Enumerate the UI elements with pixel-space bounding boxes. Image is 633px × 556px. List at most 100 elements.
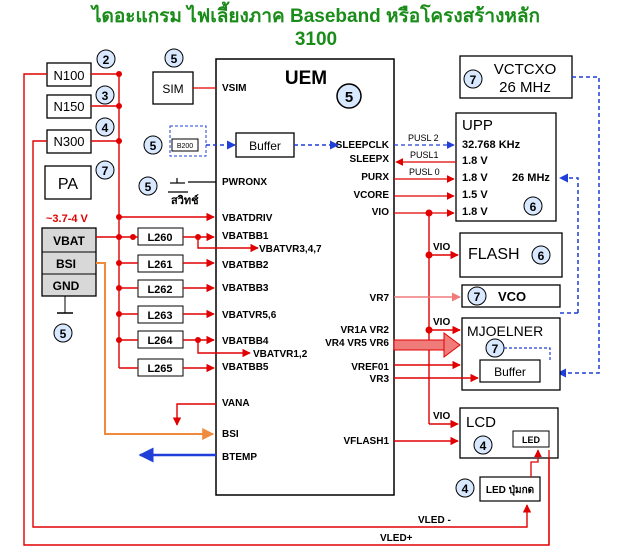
sim-badge: 5: [164, 48, 184, 68]
svg-text:7: 7: [474, 290, 481, 304]
vio-label-lcd: VIO: [433, 411, 450, 422]
n300-badge: 4: [95, 117, 115, 137]
upp-row-1: 1.8 V: [462, 155, 488, 167]
upp-rows: 32.768 KHz 1.8 V 1.8 V 1.5 V 1.8 V 26 MH…: [462, 139, 550, 218]
vctcxo-dashed: [557, 76, 600, 378]
switch-badge: 5: [138, 176, 158, 196]
sim-label: SIM: [162, 82, 183, 96]
b200-badge: 5: [143, 135, 163, 155]
inductor-l264: L264: [137, 330, 184, 349]
svg-text:5: 5: [60, 327, 67, 341]
pa-badge: 7: [95, 160, 115, 180]
upp-row-0: 32.768 KHz: [462, 139, 521, 151]
pin-sleepclk: SLEEPCLK: [336, 140, 390, 151]
pin-vr1a-vr2: VR1A VR2: [340, 325, 389, 336]
inductor-l263: L263: [137, 305, 184, 324]
vio-bus: [394, 213, 479, 446]
buffer-right-box: [479, 359, 541, 383]
led-link: [530, 449, 542, 477]
pin-vbatbb2: VBATBB2: [222, 260, 269, 271]
vctcxo-to-upp: [559, 173, 579, 313]
svg-text:4: 4: [462, 482, 469, 496]
svg-text:5: 5: [171, 52, 178, 66]
switch-label: สวิทช์: [171, 194, 199, 207]
svg-text:7: 7: [470, 73, 477, 87]
pin-purx: PURX: [361, 172, 389, 183]
svg-text:7: 7: [102, 164, 109, 178]
pin-vref01: VREF01: [351, 362, 389, 373]
upp-signal-wires: [394, 141, 456, 217]
pin-sleepx: SLEEPX: [350, 154, 390, 165]
label-pusl1: PUSL1: [410, 150, 439, 160]
led-keys-box: [479, 476, 541, 502]
b200-dashed-box: [169, 125, 207, 157]
vio-label-mjoelner: VIO: [433, 317, 450, 328]
pin-btemp: BTEMP: [222, 452, 257, 463]
svg-text:5: 5: [145, 180, 152, 194]
n300-label: N300: [53, 134, 84, 149]
battery-voltage: ~3.7-4 V: [46, 213, 89, 225]
vco-label: VCO: [498, 289, 526, 304]
pin-pwronx: PWRONX: [222, 177, 267, 188]
n150-label: N150: [53, 99, 84, 114]
vr-wide-arrow: [393, 332, 461, 358]
mjoelner-badge: 7: [485, 338, 505, 358]
n100-badge: 2: [96, 49, 116, 69]
inductor-l260: L260: [137, 227, 184, 246]
buffer-dashed: [504, 347, 551, 360]
switch-icon: [168, 178, 188, 193]
pin-vbatbb1: VBATBB1: [222, 231, 269, 242]
svg-text:L263: L263: [147, 310, 172, 322]
pin-vsim: VSIM: [222, 83, 246, 94]
battery-badge: 5: [53, 323, 73, 343]
pin-vbatvr56: VBATVR5,6: [222, 310, 277, 321]
upp-badge: 6: [523, 196, 543, 216]
battery-bsi: BSI: [56, 257, 76, 271]
pa-label: PA: [58, 176, 78, 193]
vio-dots: [425, 209, 433, 334]
pin-vbatbb4: VBATBB4: [222, 336, 269, 347]
label-pusl2: PUSL 2: [408, 133, 439, 143]
svg-text:4: 4: [480, 439, 487, 453]
upp-row-4: 1.8 V: [462, 206, 488, 218]
svg-text:6: 6: [538, 249, 545, 263]
uem-title: UEM: [285, 68, 327, 89]
led-keys-label: LED ปุ่มกด: [486, 484, 534, 496]
svg-text:5: 5: [345, 89, 353, 106]
uem-block: [215, 58, 395, 496]
led-keys-badge: 4: [455, 478, 475, 498]
svg-text:5: 5: [150, 139, 157, 153]
svg-text:L262: L262: [147, 284, 172, 296]
wire-dots-left: [116, 71, 201, 343]
bsi-wire: [96, 262, 215, 440]
pin-vbatbb5: VBATBB5: [222, 362, 269, 373]
sim-box: [152, 71, 194, 105]
title-line2: 3100: [295, 29, 337, 50]
vco-box: [461, 284, 561, 308]
buffer-right-label: Buffer: [494, 365, 526, 379]
label-pusl0: PUSL 0: [409, 167, 440, 177]
battery-box: [41, 227, 97, 297]
uem-badge: 5: [336, 83, 362, 109]
inductor-l261: L261: [137, 254, 184, 273]
svg-text:L261: L261: [147, 259, 172, 271]
b200-part: [171, 138, 199, 152]
lcd-label: LCD: [466, 414, 496, 431]
svg-text:2: 2: [103, 53, 110, 67]
inductor-l262: L262: [137, 279, 184, 298]
uem-right-pins: SLEEPCLK SLEEPX PURX VCORE VIO VR7 VR1A …: [325, 140, 390, 447]
inductor-l265: L265: [137, 358, 184, 377]
svg-text:L260: L260: [147, 232, 172, 244]
svg-text:L264: L264: [147, 335, 173, 347]
pin-vana: VANA: [222, 398, 250, 409]
upp-clk: 26 MHz: [512, 172, 550, 184]
vco-badge: 7: [467, 286, 487, 306]
vctcxo-freq: 26 MHz: [499, 79, 551, 96]
label-vbatvr347: VBATVR3,4,7: [259, 244, 322, 255]
lcd-badge: 4: [473, 435, 493, 455]
upp-row-2: 1.8 V: [462, 172, 488, 184]
title-line1: ไดอะแกรม ไฟเลี้ยงภาค Baseband หรือโครงสร…: [90, 1, 540, 27]
lcd-led-box: [512, 430, 550, 448]
flash-label: FLASH: [468, 246, 520, 263]
